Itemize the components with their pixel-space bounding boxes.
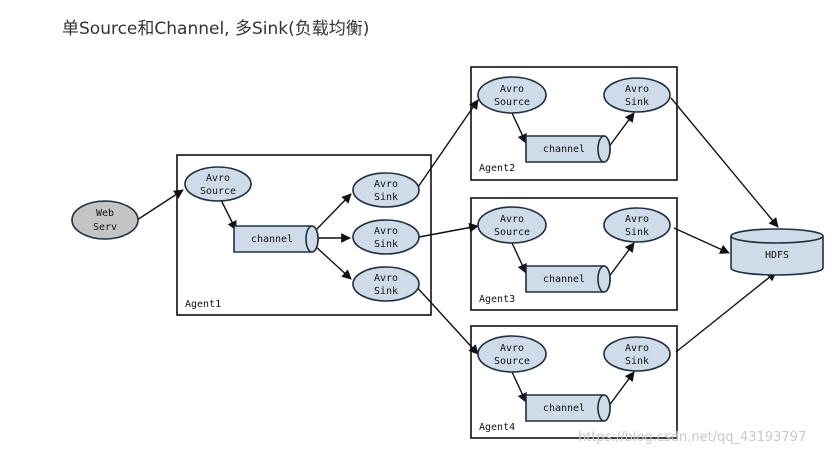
svg-text:Sink: Sink	[374, 239, 398, 250]
svg-text:Avro: Avro	[500, 343, 524, 354]
agent3-avro-source: Avro Source	[477, 206, 547, 244]
edge-agent2-channel-to-sink	[607, 112, 635, 149]
svg-text:channel: channel	[543, 144, 585, 155]
edge-agent2-source-to-channel	[511, 112, 527, 144]
svg-text:Sink: Sink	[374, 192, 398, 203]
svg-text:Source: Source	[494, 227, 530, 238]
web-server-node: Web Serv	[71, 200, 139, 240]
agent1-avro-sink-1: Avro Sink	[352, 172, 420, 208]
agent2-channel: channel	[525, 135, 611, 163]
agent4-label: Agent4	[479, 422, 515, 433]
svg-text:Avro: Avro	[625, 214, 649, 225]
agent2-label: Agent2	[479, 163, 515, 174]
agent3-channel: channel	[525, 265, 611, 293]
svg-text:Avro: Avro	[374, 179, 398, 190]
svg-text:Source: Source	[494, 356, 530, 367]
svg-text:Avro: Avro	[500, 214, 524, 225]
edge-agent1-channel-to-sink1	[313, 193, 352, 233]
svg-text:Sink: Sink	[625, 97, 649, 108]
edge-agent3-source-to-channel	[511, 242, 527, 274]
agent4-avro-source: Avro Source	[477, 335, 547, 373]
edge-agent2-to-hdfs	[670, 97, 779, 228]
agent3-box: Agent3 Avro Source channel Avro Sink	[470, 197, 678, 311]
agent2-avro-source: Avro Source	[477, 76, 547, 114]
svg-text:HDFS: HDFS	[765, 250, 789, 261]
edge-agent1-channel-to-sink3	[313, 244, 352, 280]
agent3-avro-sink: Avro Sink	[603, 207, 671, 243]
svg-text:Avro: Avro	[206, 173, 230, 184]
page-title: 单Source和Channel, 多Sink(负载均衡)	[62, 19, 370, 39]
svg-text:Serv: Serv	[93, 222, 117, 233]
svg-text:Sink: Sink	[625, 356, 649, 367]
watermark: https://blog.csdn.net/qq_43193797	[578, 430, 807, 445]
edge-agent1-source-to-channel	[220, 199, 237, 231]
agent4-channel: channel	[525, 394, 611, 422]
hdfs-storage-node: HDFS	[730, 228, 824, 276]
svg-text:channel: channel	[543, 403, 585, 414]
svg-text:Sink: Sink	[374, 286, 398, 297]
agent1-avro-sink-2: Avro Sink	[352, 219, 420, 255]
agent2-avro-sink: Avro Sink	[603, 77, 671, 113]
edge-sink1-to-agent2	[415, 99, 479, 191]
agent2-box: Agent2 Avro Source channel Avro Sink	[470, 66, 678, 181]
svg-text:Avro: Avro	[374, 226, 398, 237]
agent4-box: Agent4 Avro Source channel Avro Sink	[470, 325, 678, 439]
agent1-avro-source: Avro Source	[184, 166, 252, 202]
agent3-label: Agent3	[479, 294, 515, 305]
svg-text:Avro: Avro	[500, 84, 524, 95]
svg-text:Sink: Sink	[625, 227, 649, 238]
svg-text:Source: Source	[200, 186, 236, 197]
edge-agent4-source-to-channel	[511, 371, 527, 403]
edge-web-to-agent1-source	[136, 189, 184, 221]
svg-text:Avro: Avro	[625, 84, 649, 95]
svg-text:channel: channel	[251, 234, 293, 245]
agent1-box: Agent1 Avro Source channel Avro Sink Avr…	[176, 154, 432, 316]
edge-sink3-to-agent4	[413, 283, 479, 355]
svg-text:Web: Web	[96, 208, 114, 219]
edge-agent4-to-hdfs	[675, 271, 777, 353]
svg-text:channel: channel	[543, 274, 585, 285]
svg-text:Avro: Avro	[374, 273, 398, 284]
agent1-avro-sink-3: Avro Sink	[352, 266, 420, 302]
agent4-avro-sink: Avro Sink	[603, 336, 671, 372]
edge-sink2-to-agent3	[418, 222, 479, 238]
agent1-channel: channel	[233, 225, 319, 253]
svg-text:Avro: Avro	[625, 343, 649, 354]
edge-agent4-channel-to-sink	[607, 371, 635, 408]
svg-text:Source: Source	[494, 97, 530, 108]
edges	[136, 97, 779, 408]
agent1-label: Agent1	[185, 299, 221, 310]
edge-agent3-channel-to-sink	[607, 242, 635, 279]
edge-agent3-to-hdfs	[673, 227, 730, 254]
